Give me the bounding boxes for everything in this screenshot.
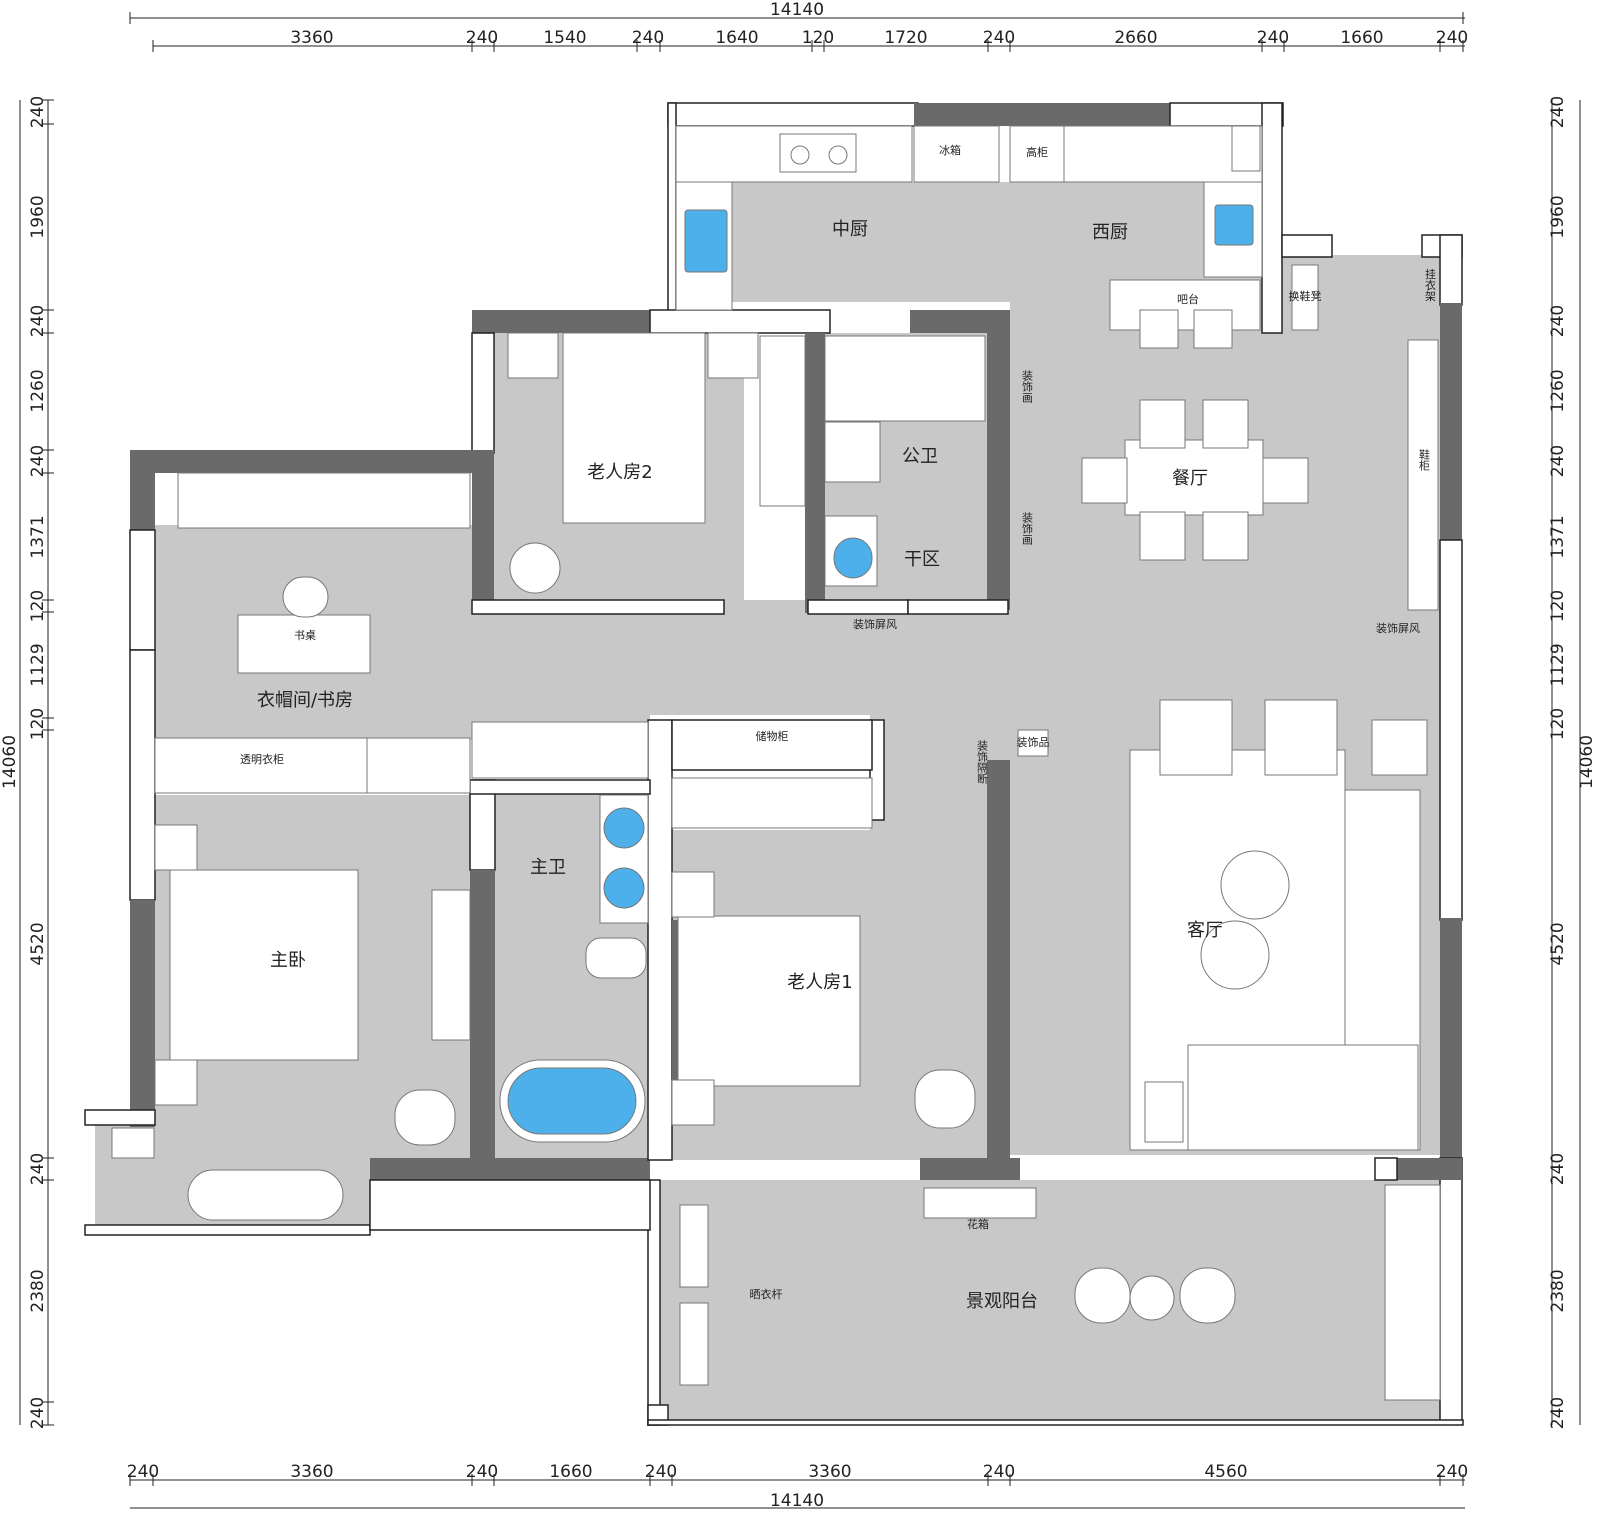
dim-bottom-segment: 240 xyxy=(1436,1462,1468,1482)
room-labels: 中厨 西厨 老人房2 公卫 干区 餐厅 衣帽间/书房 主卧 主卫 老人房1 客厅… xyxy=(257,219,1223,1312)
dim-top-segment: 240 xyxy=(632,28,664,48)
room-master-bedroom: 主卧 xyxy=(270,950,306,971)
dim-top-segment: 240 xyxy=(466,28,498,48)
dim-top-segment: 240 xyxy=(1257,28,1289,48)
dim-left-segment: 1129 xyxy=(28,643,48,686)
label-coat-rack: 挂衣架 xyxy=(1424,267,1437,301)
label-drying-rack: 晒衣杆 xyxy=(750,1287,783,1301)
room-living: 客厅 xyxy=(1187,920,1223,941)
label-planter: 花箱 xyxy=(967,1217,989,1231)
label-deco-screen-2: 装饰屏风 xyxy=(1376,621,1420,635)
dimension-lines xyxy=(19,12,1581,1509)
dim-left-segment: 240 xyxy=(28,1397,48,1429)
dim-top-segment: 240 xyxy=(983,28,1015,48)
dim-bottom-segment: 3360 xyxy=(290,1462,333,1482)
label-shoe-bench: 换鞋凳 xyxy=(1289,289,1322,303)
dim-top-segment: 1660 xyxy=(1340,28,1383,48)
dim-right-row: 240 1960 240 1260 240 1371 120 1129 120 … xyxy=(1548,96,1597,1429)
dim-right-segment: 4520 xyxy=(1548,922,1568,965)
dim-left-row: 240 1960 240 1260 240 1371 120 1129 120 … xyxy=(0,96,48,1429)
dim-left-segment: 240 xyxy=(28,445,48,477)
room-chinese-kitchen: 中厨 xyxy=(832,219,868,240)
label-ornament: 装饰品 xyxy=(1017,735,1050,749)
label-transparent-wardrobe: 透明衣柜 xyxy=(240,752,284,766)
room-elder-room-1: 老人房1 xyxy=(787,972,852,993)
dim-left-segment: 120 xyxy=(28,708,48,740)
dim-bottom-segment: 240 xyxy=(466,1462,498,1482)
dim-left-segment: 240 xyxy=(28,305,48,337)
dim-left-segment: 2380 xyxy=(28,1269,48,1312)
dim-right-segment: 240 xyxy=(1548,305,1568,337)
label-shoe-cabinet: 鞋柜 xyxy=(1418,448,1431,472)
dim-top-row: 3360 240 1540 240 1640 120 1720 240 2660… xyxy=(290,28,1468,48)
dim-left-segment: 120 xyxy=(28,590,48,622)
dim-left-total: 14060 xyxy=(0,735,20,789)
dim-right-segment: 1371 xyxy=(1548,515,1568,558)
dim-left-segment: 1371 xyxy=(28,515,48,558)
dim-bottom-segment: 240 xyxy=(127,1462,159,1482)
dim-bottom-segment: 1660 xyxy=(549,1462,592,1482)
label-storage-cabinet: 储物柜 xyxy=(756,729,789,743)
dim-top-segment: 1640 xyxy=(715,28,758,48)
dim-bottom-total: 14140 xyxy=(770,1491,824,1511)
dim-top-segment: 3360 xyxy=(290,28,333,48)
dim-top-segment: 120 xyxy=(802,28,834,48)
room-study: 衣帽间/书房 xyxy=(257,690,353,711)
room-elder-room-2: 老人房2 xyxy=(587,462,652,483)
dim-right-segment: 240 xyxy=(1548,96,1568,128)
dim-left-segment: 1960 xyxy=(28,195,48,238)
room-dining: 餐厅 xyxy=(1172,468,1208,489)
label-fridge: 冰箱 xyxy=(939,143,961,157)
label-deco-painting-1: 装饰画 xyxy=(1021,370,1034,403)
dim-top-segment: 240 xyxy=(1436,28,1468,48)
dim-left-segment: 4520 xyxy=(28,922,48,965)
label-deco-partition: 装饰隔断 xyxy=(976,740,989,785)
dim-left-segment: 1260 xyxy=(28,369,48,412)
furniture-labels: 冰箱 高柜 吧台 换鞋凳 挂衣架 鞋柜 装饰画 装饰画 书桌 透明衣柜 储物柜 … xyxy=(240,143,1437,1301)
dim-left-segment: 240 xyxy=(28,1153,48,1185)
dim-right-segment: 120 xyxy=(1548,708,1568,740)
dim-right-segment: 1260 xyxy=(1548,369,1568,412)
dim-top-segment: 2660 xyxy=(1114,28,1157,48)
label-bar: 吧台 xyxy=(1177,292,1199,306)
dim-right-segment: 2380 xyxy=(1548,1269,1568,1312)
walls xyxy=(84,102,1464,1426)
label-desk: 书桌 xyxy=(294,629,316,642)
dim-right-total: 14060 xyxy=(1577,735,1597,789)
dim-right-segment: 1129 xyxy=(1548,643,1568,686)
label-tall-cabinet: 高柜 xyxy=(1026,145,1048,159)
dim-bottom-segment: 240 xyxy=(645,1462,677,1482)
room-dry-area: 干区 xyxy=(904,549,940,570)
dim-right-segment: 1960 xyxy=(1548,195,1568,238)
dim-left-segment: 240 xyxy=(28,96,48,128)
dim-right-segment: 120 xyxy=(1548,590,1568,622)
dim-right-segment: 240 xyxy=(1548,445,1568,477)
dim-bottom-row: 240 3360 240 1660 240 3360 240 4560 240 xyxy=(127,1462,1468,1482)
room-western-kitchen: 西厨 xyxy=(1092,222,1128,243)
dim-right-segment: 240 xyxy=(1548,1153,1568,1185)
dim-bottom-segment: 4560 xyxy=(1204,1462,1247,1482)
label-deco-screen-1: 装饰屏风 xyxy=(853,617,897,631)
furniture xyxy=(111,125,1441,1401)
dim-top-segment: 1540 xyxy=(543,28,586,48)
dim-bottom-segment: 240 xyxy=(983,1462,1015,1482)
room-public-bath: 公卫 xyxy=(902,446,938,467)
dim-top-segment: 1720 xyxy=(884,28,927,48)
label-deco-painting-2: 装饰画 xyxy=(1021,512,1034,545)
dim-bottom-segment: 3360 xyxy=(808,1462,851,1482)
dim-right-segment: 240 xyxy=(1548,1397,1568,1429)
room-master-bath: 主卫 xyxy=(530,857,566,878)
dim-top-total: 14140 xyxy=(770,0,824,20)
room-balcony: 景观阳台 xyxy=(966,1291,1038,1312)
